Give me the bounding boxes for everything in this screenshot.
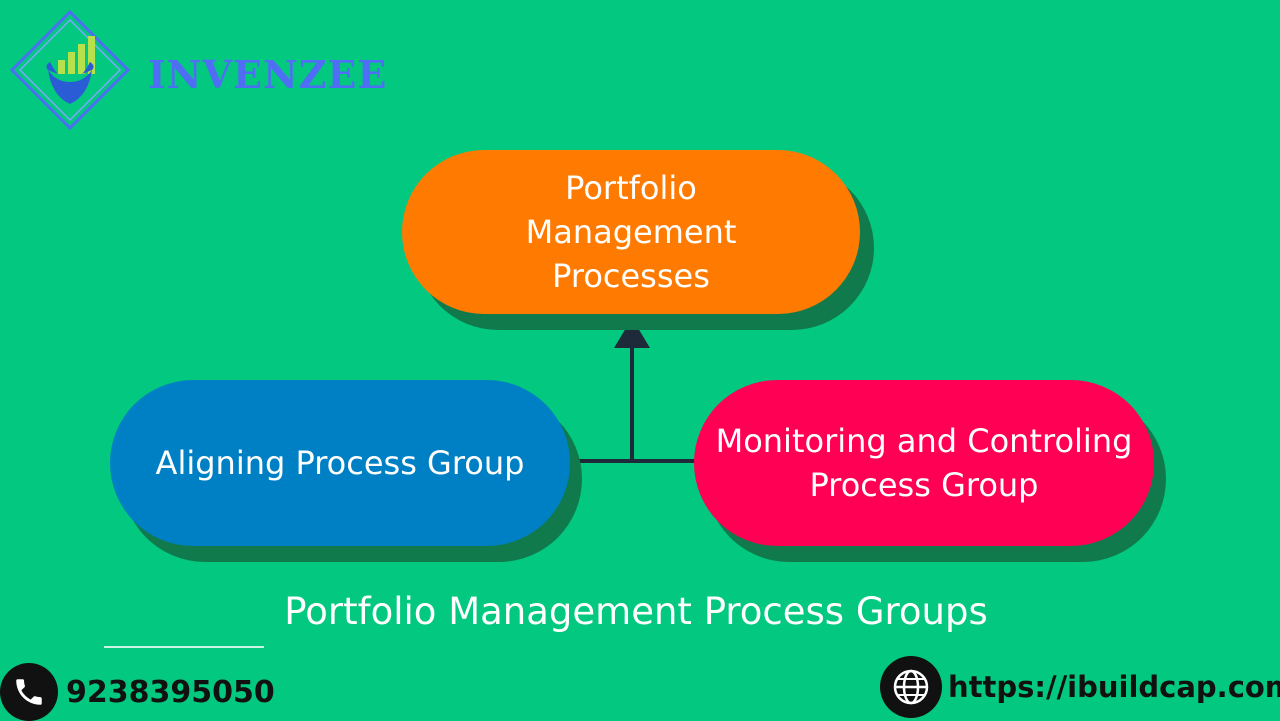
- phone-icon: [0, 663, 58, 721]
- phone-number[interactable]: 9238395050: [66, 675, 275, 710]
- bull-chart-logo-icon: [9, 9, 131, 131]
- node-label: Aligning Process Group: [155, 444, 525, 482]
- diagram-caption: Portfolio Management Process Groups: [284, 590, 988, 633]
- caption-divider: [104, 646, 264, 648]
- brand-name: INVENZEE: [148, 52, 388, 97]
- node-label: Portfolio Management Processes: [525, 169, 737, 295]
- node-monitoring-controling-process-group: Monitoring and Controling Process Group: [694, 380, 1154, 546]
- brand-logo: INVENZEE: [8, 8, 386, 132]
- node-label: Monitoring and Controling Process Group: [715, 422, 1133, 504]
- globe-icon: [880, 656, 942, 718]
- node-aligning-process-group: Aligning Process Group: [110, 380, 570, 546]
- arrow-head-icon: [614, 318, 650, 348]
- website-link[interactable]: https://ibuildcap.com: [948, 670, 1280, 704]
- node-portfolio-management-processes: Portfolio Management Processes: [402, 150, 860, 314]
